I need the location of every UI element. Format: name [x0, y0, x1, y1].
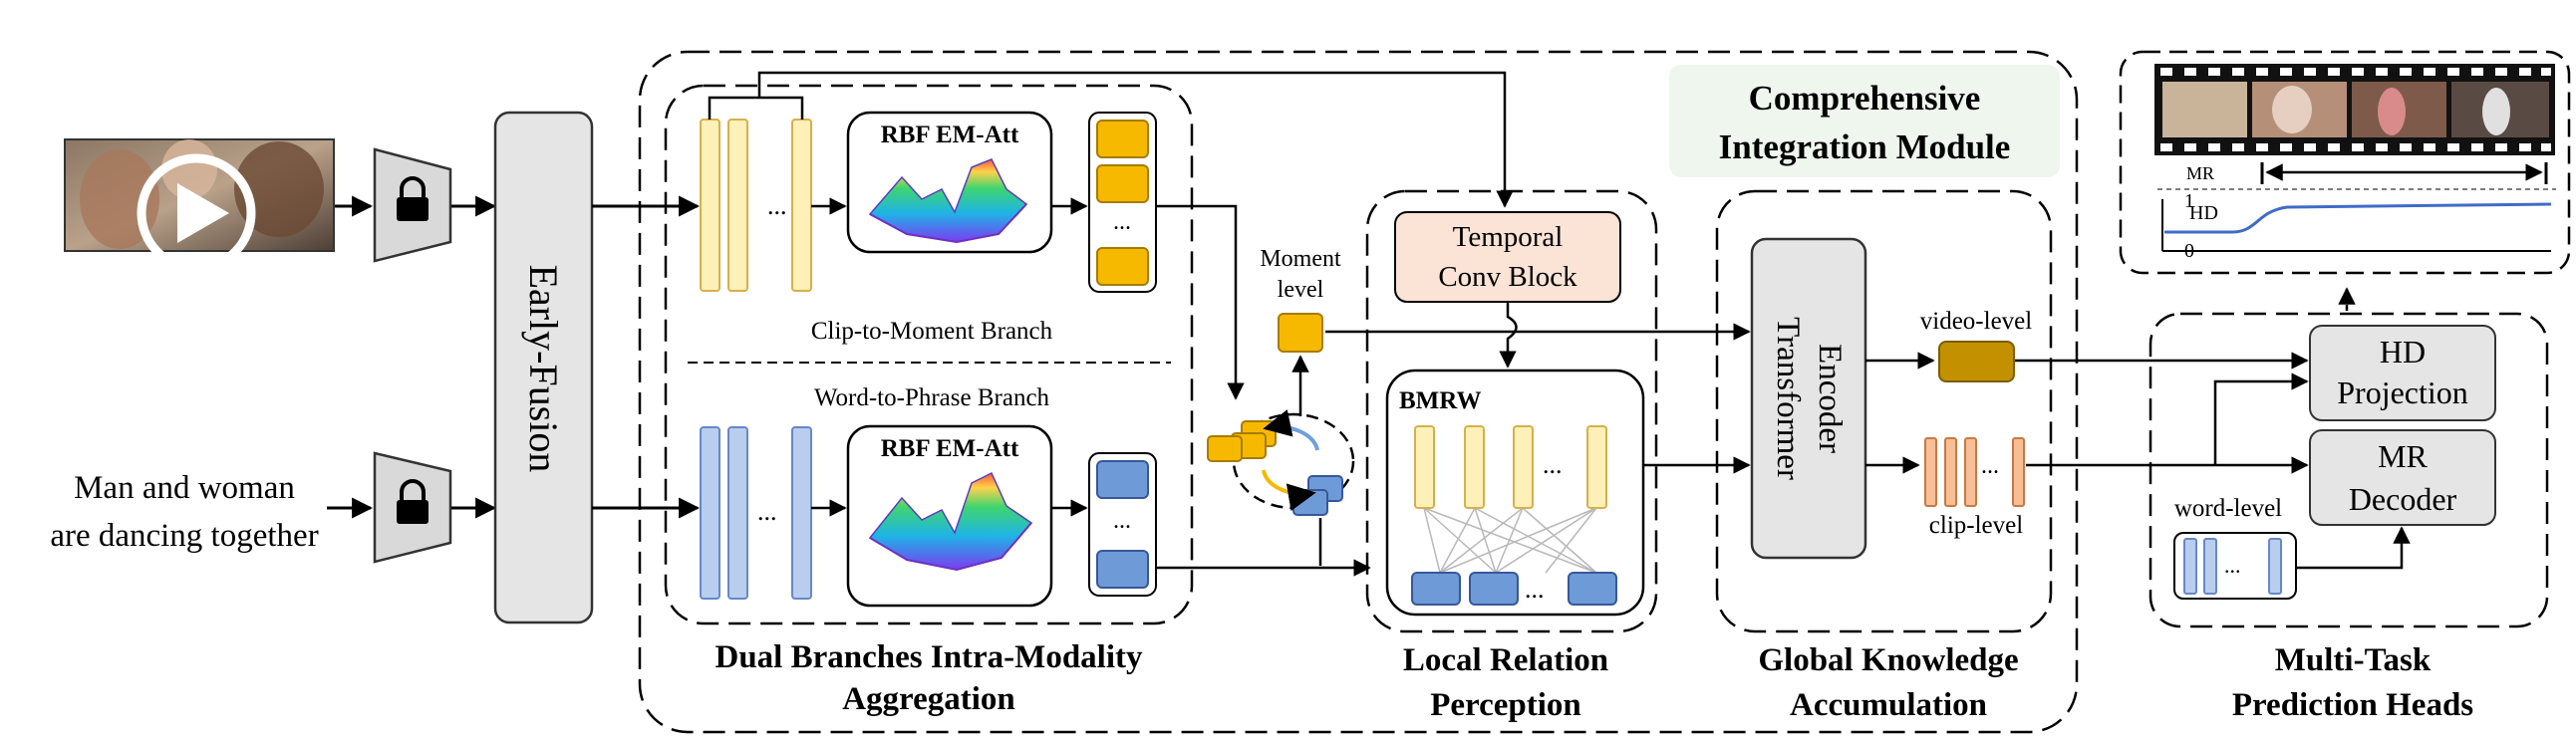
rbf-em-att-top: RBF EM-Att — [846, 111, 1053, 254]
svg-text:...: ... — [1113, 209, 1131, 235]
temporal-conv-block: Temporal Conv Block — [1394, 211, 1621, 303]
svg-text:Aggregation: Aggregation — [842, 681, 1015, 717]
local-relation-box — [1365, 189, 1658, 633]
mr-output-label: MR — [2186, 163, 2214, 183]
svg-text:level: level — [1278, 277, 1324, 303]
lock-icon — [397, 176, 429, 221]
token-mixing-node — [1207, 409, 1355, 516]
word-level-label: word-level — [2174, 495, 2282, 522]
svg-text:Transformer: Transformer — [1770, 317, 1806, 480]
svg-text:...: ... — [1525, 575, 1545, 604]
svg-text:...: ... — [1113, 508, 1131, 534]
svg-text:Multi-Task: Multi-Task — [2275, 642, 2432, 678]
text-encoder-frozen — [373, 451, 452, 564]
mr-decoder-block: MR Decoder — [2309, 429, 2496, 526]
svg-text:RBF EM-Att: RBF EM-Att — [881, 122, 1019, 148]
clip-feature-stack: ... — [700, 119, 812, 292]
clip-level-tokens: ... — [1924, 437, 2025, 507]
global-knowledge-caption: Global Knowledge Accumulation — [1758, 642, 2018, 723]
svg-text:Dual Branches Intra-Modality: Dual Branches Intra-Modality — [716, 639, 1144, 675]
rbf-surface-plot-icon — [868, 471, 1033, 572]
svg-text:Perception: Perception — [1430, 687, 1581, 723]
video-encoder-frozen — [373, 147, 452, 263]
svg-text:HD: HD — [2380, 334, 2426, 370]
lock-icon — [397, 479, 429, 524]
dual-branches-box — [664, 84, 1194, 625]
early-fusion-block: Early-Fusion — [493, 111, 594, 624]
rbf-em-att-bottom: RBF EM-Att — [846, 424, 1053, 608]
phrase-token-stack: ... — [1088, 452, 1157, 597]
bmrw-block: BMRW ... ... — [1385, 369, 1645, 617]
svg-text:BMRW: BMRW — [1399, 387, 1481, 414]
svg-text:...: ... — [1543, 450, 1563, 479]
svg-text:Moment: Moment — [1260, 246, 1341, 272]
prediction-heads-box — [2148, 312, 2549, 628]
input-video — [64, 138, 335, 273]
svg-text:1: 1 — [2184, 190, 2194, 212]
clip-level-label: clip-level — [1929, 512, 2023, 539]
film-strip-icon — [2154, 64, 2555, 155]
svg-text:Local Relation: Local Relation — [1403, 642, 1608, 678]
clip-to-moment-label: Clip-to-Moment Branch — [811, 318, 1053, 345]
local-relation-caption: Local Relation Perception — [1403, 642, 1608, 723]
svg-text:Temporal: Temporal — [1453, 221, 1564, 253]
svg-text:Global Knowledge: Global Knowledge — [1758, 642, 2018, 678]
svg-text:HD: HD — [2189, 202, 2218, 224]
svg-text:MR: MR — [2378, 438, 2428, 474]
svg-text:...: ... — [1981, 453, 1999, 479]
video-level-token — [1938, 341, 2015, 382]
svg-text:...: ... — [767, 191, 787, 220]
svg-text:Comprehensive: Comprehensive — [1749, 79, 1981, 118]
word-level-tokens: ... — [2173, 532, 2297, 600]
rbf-surface-plot-icon — [868, 158, 1028, 244]
video-play-icon[interactable] — [137, 153, 256, 273]
comprehensive-integration-module — [638, 50, 2079, 734]
svg-text:Accumulation: Accumulation — [1790, 687, 1987, 723]
svg-text:...: ... — [757, 497, 777, 526]
svg-text:Man and woman: Man and woman — [74, 470, 295, 506]
svg-text:Decoder: Decoder — [2349, 481, 2457, 517]
svg-text:Conv Block: Conv Block — [1438, 261, 1577, 293]
word-to-phrase-label: Word-to-Phrase Branch — [814, 384, 1050, 411]
global-knowledge-box — [1715, 189, 2053, 633]
dual-branches-caption: Dual Branches Intra-Modality Aggregation — [716, 639, 1144, 717]
video-level-label: video-level — [1920, 308, 2033, 335]
query-text: Man and woman are dancing together — [50, 470, 318, 554]
moment-token-stack: ... — [1088, 112, 1157, 293]
hd-output-plot: 1 0 HD — [2161, 190, 2552, 262]
moment-level-label: Moment level — [1260, 246, 1341, 303]
svg-text:Prediction Heads: Prediction Heads — [2232, 687, 2473, 723]
svg-text:Encoder: Encoder — [1812, 344, 1848, 453]
hd-projection-block: HD Projection — [2309, 325, 2496, 421]
svg-text:Early-Fusion: Early-Fusion — [521, 265, 566, 473]
svg-text:RBF EM-Att: RBF EM-Att — [881, 435, 1019, 462]
svg-text:Projection: Projection — [2337, 374, 2468, 410]
transformer-encoder: Transformer Encoder — [1750, 237, 1867, 560]
comprehensive-title: Comprehensive Integration Module — [1669, 65, 2060, 177]
moment-token — [1278, 313, 1323, 353]
svg-text:...: ... — [2224, 553, 2241, 578]
output-panel — [2119, 50, 2571, 275]
prediction-heads-caption: Multi-Task Prediction Heads — [2232, 642, 2473, 723]
svg-text:Integration Module: Integration Module — [1719, 127, 2011, 166]
svg-text:are dancing together: are dancing together — [50, 518, 318, 554]
word-feature-stack: ... — [700, 426, 812, 600]
